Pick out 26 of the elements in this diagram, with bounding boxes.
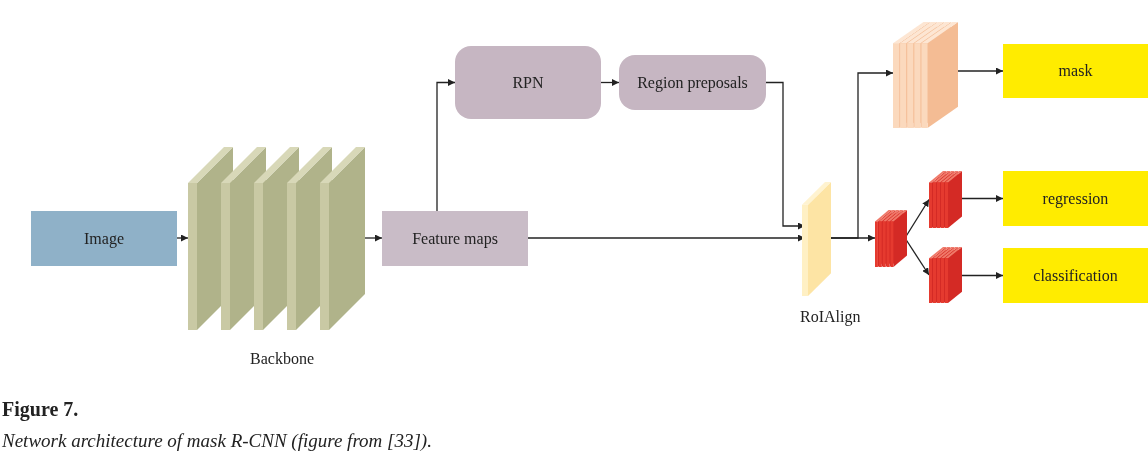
process-box (619, 55, 766, 110)
arrow (961, 195, 1004, 202)
process-box (455, 46, 601, 119)
process-box (1003, 248, 1148, 303)
box-label: mask (1058, 62, 1093, 80)
layer-label: Backbone (250, 350, 314, 368)
box-label: RPN (512, 73, 544, 92)
figure-caption: Network architecture of mask R-CNN (figure from [33]). (2, 430, 432, 452)
arrow (600, 79, 620, 86)
process-box (382, 211, 528, 266)
arrow (961, 272, 1004, 279)
arrow (830, 234, 876, 242)
layer-label: RoIAlign (800, 308, 861, 326)
box-label: Image (84, 229, 124, 248)
box-label: regression (1042, 189, 1109, 208)
arrow (176, 234, 189, 242)
box-label: classification (1033, 266, 1118, 285)
box-label: Region preposals (637, 73, 748, 92)
process-box (1003, 44, 1148, 98)
figure-title: Figure 7. (2, 398, 79, 421)
arrow (436, 79, 456, 212)
process-box (1003, 171, 1148, 226)
arrow (364, 234, 383, 242)
process-box (31, 211, 177, 266)
box-label: Feature maps (412, 229, 498, 248)
arrow (957, 67, 1004, 75)
